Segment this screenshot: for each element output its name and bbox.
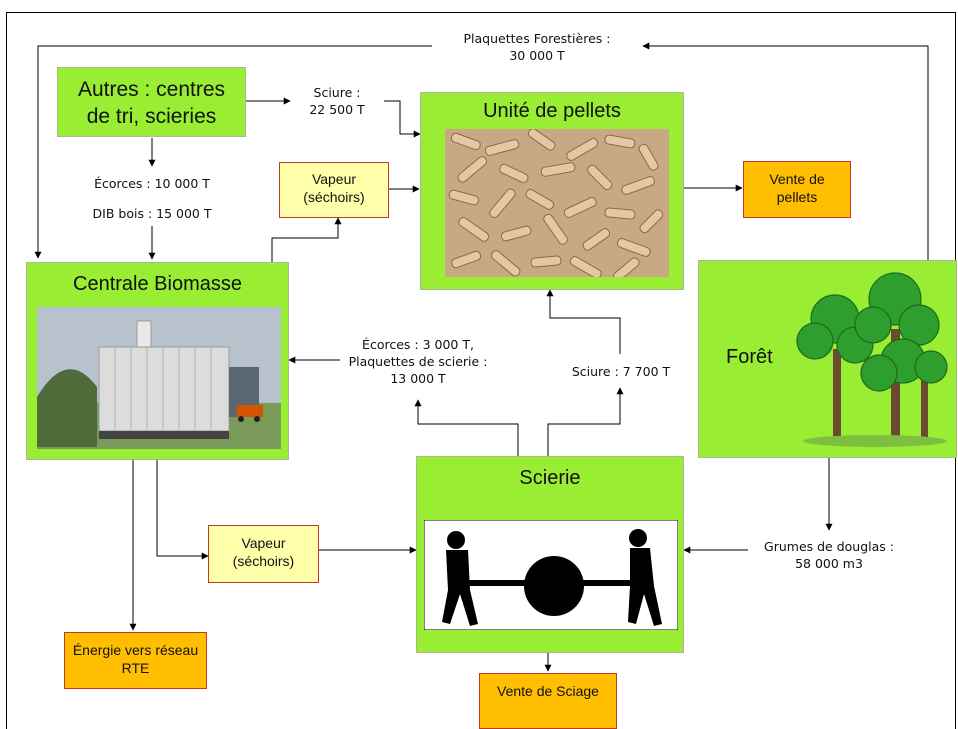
arrow-centrale-to-vapeur-top bbox=[271, 217, 342, 262]
trees-icon bbox=[796, 272, 948, 447]
flow-ecorces-plaquettes: Écorces : 3 000 T, Plaquettes de scierie… bbox=[348, 337, 488, 386]
node-vente-sciage-label: Vente de Sciage bbox=[497, 683, 599, 699]
arrow-foret-to-plaquettes bbox=[642, 42, 929, 262]
flow-sciure-mid: Sciure : 7 700 T bbox=[571, 364, 671, 379]
node-centrale-biomasse: Centrale Biomasse bbox=[26, 262, 289, 460]
node-vente-sciage: Vente de Sciage bbox=[479, 673, 617, 729]
node-vapeur-bottom: Vapeur (séchoirs) bbox=[208, 525, 319, 583]
node-vapeur-bottom-label: Vapeur (séchoirs) bbox=[232, 535, 295, 569]
node-vapeur-top: Vapeur (séchoirs) bbox=[279, 162, 389, 218]
node-scierie-label: Scierie bbox=[519, 467, 581, 489]
sawyers-image bbox=[424, 520, 678, 630]
node-energie: Énergie vers réseau RTE bbox=[64, 632, 207, 689]
node-autres: Autres : centres de tri, scieries bbox=[57, 67, 246, 137]
node-foret-label: Forêt bbox=[726, 346, 773, 368]
node-foret: Forêt bbox=[698, 260, 957, 458]
flow-dib-bois: DIB bois : 15 000 T bbox=[92, 206, 212, 221]
node-centrale-label: Centrale Biomasse bbox=[73, 273, 242, 295]
flow-ecorces-top: Écorces : 10 000 T bbox=[94, 176, 210, 191]
node-unite-pellets-label: Unité de pellets bbox=[483, 100, 621, 122]
arrow-scierie-to-ecorces bbox=[414, 399, 519, 456]
arrow-centrale-to-vapeur-bottom bbox=[156, 460, 209, 560]
arrow-plaquettes-to-centrale bbox=[34, 45, 432, 259]
node-vente-pellets-label: Vente de pellets bbox=[769, 171, 825, 205]
power-plant-image bbox=[37, 307, 281, 449]
arrow-sciure-to-unite bbox=[546, 289, 621, 354]
flow-sciure-top: Sciure : 22 500 T bbox=[309, 85, 365, 117]
node-vapeur-top-label: Vapeur (séchoirs) bbox=[303, 171, 365, 205]
arrow-scierie-to-sciure bbox=[547, 387, 624, 456]
arrow-sciure-to-pellets bbox=[384, 100, 421, 138]
node-scierie: Scierie bbox=[416, 456, 684, 653]
flow-plaquettes-forestieres: Plaquettes Forestières : 30 000 T bbox=[432, 30, 642, 64]
flow-grumes-douglas: Grumes de douglas : 58 000 m3 bbox=[764, 539, 894, 571]
node-unite-pellets: Unité de pellets bbox=[420, 92, 684, 290]
node-vente-pellets: Vente de pellets bbox=[743, 161, 851, 218]
node-autres-label: Autres : centres de tri, scieries bbox=[77, 78, 226, 128]
pellets-image bbox=[445, 129, 669, 277]
node-energie-label: Énergie vers réseau RTE bbox=[72, 642, 199, 676]
